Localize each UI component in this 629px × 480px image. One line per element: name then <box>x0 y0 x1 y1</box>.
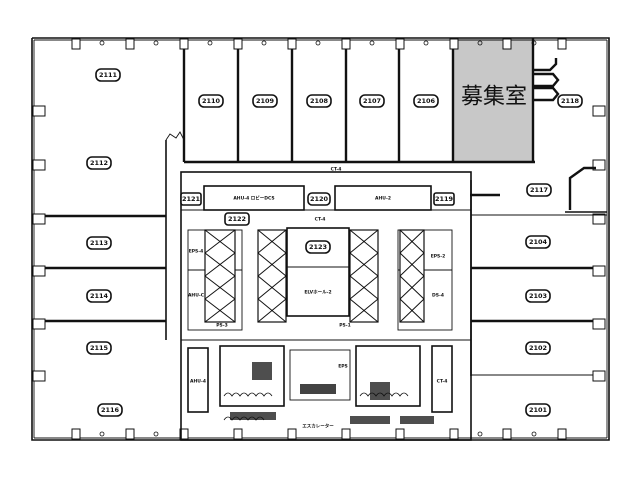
room-tag-2116[interactable]: 2116 <box>97 403 123 417</box>
room-tag-2111[interactable]: 2111 <box>95 68 121 82</box>
lower-core <box>187 345 453 424</box>
svg-text:2110: 2110 <box>202 97 221 105</box>
room-tag-2102[interactable]: 2102 <box>525 341 551 355</box>
room-tag-2115[interactable]: 2115 <box>86 341 112 355</box>
perimeter-columns-right <box>592 105 606 382</box>
svg-text:2116: 2116 <box>101 406 120 414</box>
room-tag-2108[interactable]: 2108 <box>306 94 332 108</box>
room-tag-2110[interactable]: 2110 <box>198 94 224 108</box>
room-tag-2122[interactable]: 2122 <box>224 212 250 226</box>
svg-text:2108: 2108 <box>310 97 329 105</box>
room-tags: 2111 2110 2109 2108 2107 2106 2118 2112 <box>86 68 583 417</box>
room-tag-2104[interactable]: 2104 <box>525 235 551 249</box>
label-ahu-bottom-left: AHU-4 <box>190 379 206 385</box>
svg-text:2107: 2107 <box>363 97 381 105</box>
room-tag-2112[interactable]: 2112 <box>86 156 112 170</box>
svg-text:2118: 2118 <box>561 97 580 105</box>
label-shaft-right: DS-4 <box>432 293 444 299</box>
label-ahu-top-left: AHU-4 ロビーDCS <box>233 195 274 202</box>
elevator-shafts <box>204 229 425 323</box>
label-escalator: エスカレーター <box>302 423 334 430</box>
top-office-walls <box>182 38 560 164</box>
svg-text:2112: 2112 <box>90 159 108 167</box>
perimeter-columns-bottom <box>71 428 567 440</box>
label-eps-left: EPS-4 <box>189 249 204 255</box>
svg-text:2113: 2113 <box>90 239 108 247</box>
svg-text:2102: 2102 <box>529 344 547 352</box>
svg-text:2114: 2114 <box>90 292 109 300</box>
room-tag-2107[interactable]: 2107 <box>359 94 385 108</box>
label-ahu-left: AHU-C <box>188 293 205 299</box>
label-ps-right: PS-1 <box>339 323 351 329</box>
perimeter-columns-top <box>71 38 567 50</box>
room-tag-2119[interactable]: 2119 <box>433 192 455 206</box>
svg-text:2122: 2122 <box>228 215 246 223</box>
room-tag-2101[interactable]: 2101 <box>525 403 551 417</box>
room-tag-2117[interactable]: 2117 <box>526 183 552 197</box>
room-tag-2106[interactable]: 2106 <box>413 94 439 108</box>
svg-text:2120: 2120 <box>310 195 329 203</box>
recruitment-room-fill[interactable] <box>453 38 533 162</box>
room-tag-2109[interactable]: 2109 <box>252 94 278 108</box>
room-tag-2120[interactable]: 2120 <box>307 192 331 206</box>
svg-text:2101: 2101 <box>529 406 548 414</box>
recruitment-room-label: 募集室 <box>461 85 527 110</box>
room-tag-2118[interactable]: 2118 <box>557 94 583 108</box>
label-eps-mid: EPS <box>338 364 348 370</box>
left-wing-walls <box>45 131 185 340</box>
perimeter-columns-left <box>32 105 46 382</box>
svg-text:2103: 2103 <box>529 292 547 300</box>
label-corridor-top: CT-4 <box>331 167 342 173</box>
svg-text:2111: 2111 <box>99 71 118 79</box>
room-tag-2123[interactable]: 2123 <box>305 240 331 254</box>
svg-text:2109: 2109 <box>256 97 275 105</box>
core-labels: AHU-4 ロビーDCS AHU-2 CT-4 CT-4 EPS-4 AHU-C… <box>188 167 447 430</box>
room-tag-2121[interactable]: 2121 <box>180 192 202 206</box>
room-tag-2113[interactable]: 2113 <box>86 236 112 250</box>
room-tag-2114[interactable]: 2114 <box>86 289 112 303</box>
label-ahu-top-right: AHU-2 <box>375 196 391 202</box>
svg-text:2117: 2117 <box>530 186 548 194</box>
svg-text:2123: 2123 <box>309 243 327 251</box>
label-corridor-mid: CT-4 <box>315 217 326 223</box>
svg-text:2121: 2121 <box>182 195 201 203</box>
label-elevator-hall: ELVホール-2 <box>304 289 331 296</box>
svg-text:2119: 2119 <box>435 195 454 203</box>
svg-text:2115: 2115 <box>90 344 109 352</box>
room-tag-2103[interactable]: 2103 <box>525 289 551 303</box>
label-ahu-bottom-right: CT-4 <box>437 379 448 385</box>
svg-text:2106: 2106 <box>417 97 436 105</box>
label-ps-left: PS-3 <box>216 323 228 329</box>
label-eps-right: EPS-2 <box>431 254 446 260</box>
core-outline <box>180 171 472 441</box>
svg-text:2104: 2104 <box>529 238 548 246</box>
